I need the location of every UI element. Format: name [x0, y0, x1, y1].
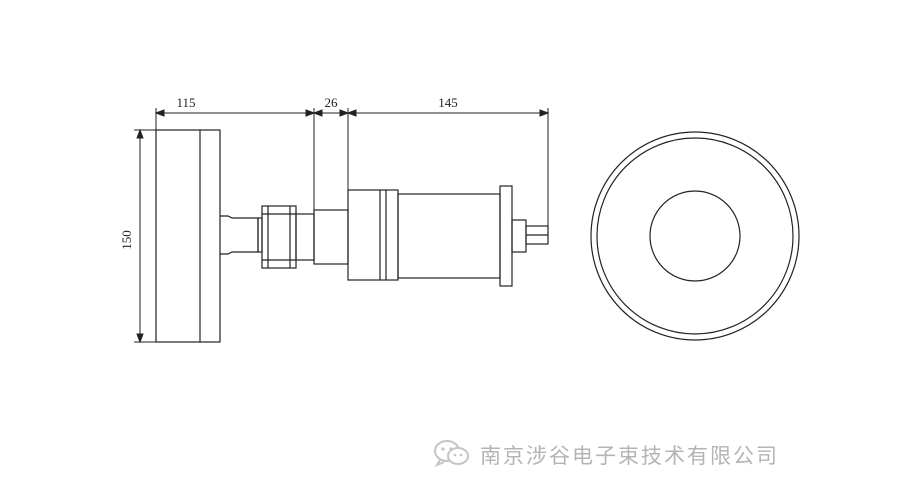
dim-label-26: 26 [325, 95, 339, 110]
side-view [155, 129, 549, 343]
shaft [313, 209, 349, 265]
outer-flange-circle [590, 131, 800, 341]
end-cap [499, 185, 513, 287]
dim-label-150: 150 [119, 230, 134, 250]
wechat-icon [432, 438, 472, 472]
watermark: 南京涉谷电子束技术有限公司 [432, 438, 779, 472]
neck [220, 215, 259, 255]
center-bore-circle [649, 190, 741, 282]
front-view [590, 131, 800, 341]
body-collar [347, 189, 399, 281]
output-shaft-collar [511, 219, 527, 253]
watermark-text: 南京涉谷电子束技术有限公司 [480, 444, 779, 468]
flange-plate [155, 129, 221, 343]
coupling-nut [261, 205, 297, 269]
dimensions [134, 108, 550, 344]
dim-label-115: 115 [176, 95, 195, 110]
motor-body [397, 193, 501, 279]
flange-inner-edge [596, 137, 794, 335]
dim-label-145: 145 [438, 95, 458, 110]
